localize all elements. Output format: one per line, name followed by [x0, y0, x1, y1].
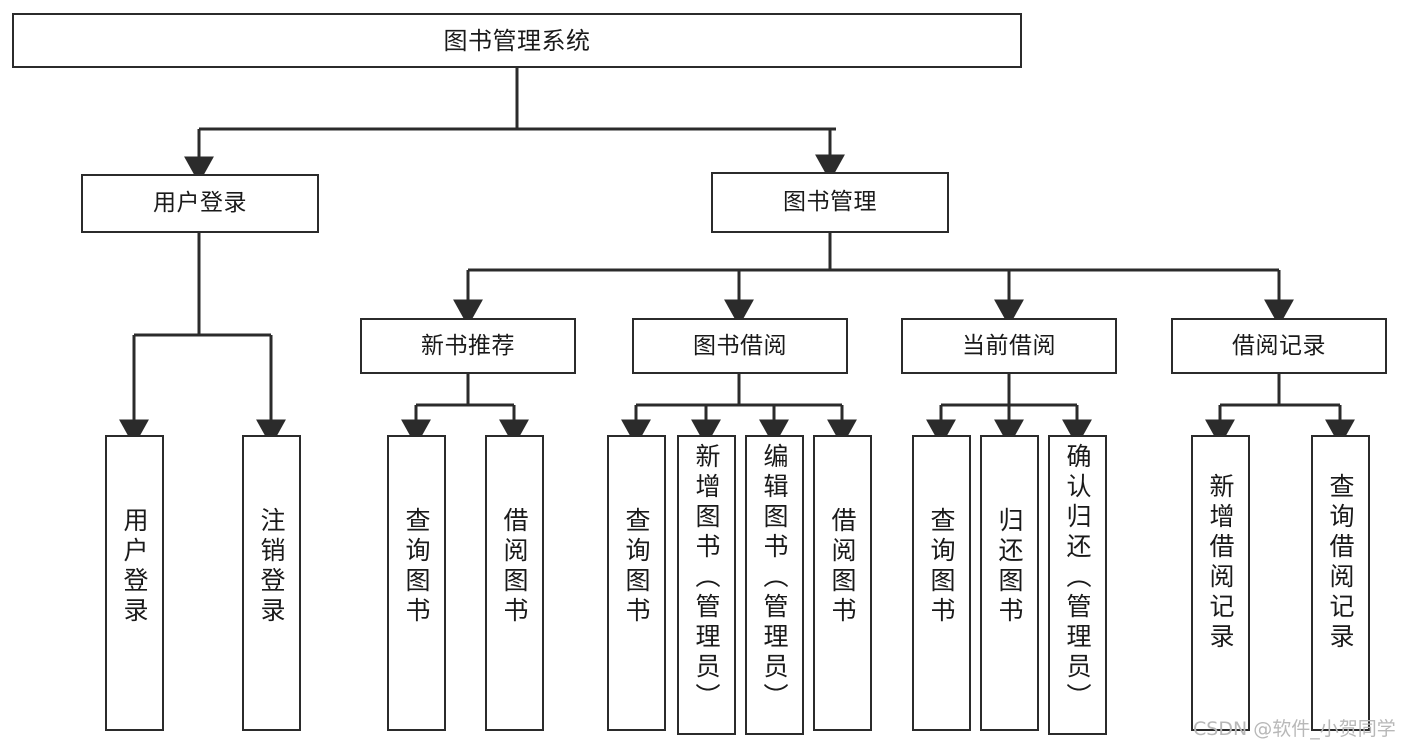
leaf-confirm-return-label: 确认归还（管理员）: [1063, 443, 1092, 713]
leaf-borrow-book-2[interactable]: 借阅图书: [813, 435, 872, 731]
leaf-query-book-2[interactable]: 查询图书: [607, 435, 666, 731]
node-book-borrow-label: 图书借阅: [693, 332, 787, 359]
node-book-manage-label: 图书管理: [783, 189, 877, 215]
leaf-add-book[interactable]: 新增图书（管理员）: [677, 435, 736, 735]
leaf-logout-label: 注销登录: [257, 507, 286, 627]
leaf-return-book-label: 归还图书: [995, 507, 1024, 627]
node-borrow-record-label: 借阅记录: [1232, 332, 1326, 359]
leaf-query-book-2-label: 查询图书: [622, 507, 651, 627]
node-book-borrow[interactable]: 图书借阅: [632, 318, 848, 374]
leaf-borrow-book-1[interactable]: 借阅图书: [485, 435, 544, 731]
leaf-add-record[interactable]: 新增借阅记录: [1191, 435, 1250, 731]
leaf-borrow-book-2-label: 借阅图书: [828, 507, 857, 627]
leaf-query-book-3[interactable]: 查询图书: [912, 435, 971, 731]
node-new-book-rec[interactable]: 新书推荐: [360, 318, 576, 374]
node-book-manage[interactable]: 图书管理: [711, 172, 949, 233]
leaf-user-login-label: 用户登录: [120, 507, 149, 627]
leaf-query-record[interactable]: 查询借阅记录: [1311, 435, 1370, 731]
leaf-edit-book-label: 编辑图书（管理员）: [760, 443, 789, 713]
leaf-query-book-1-label: 查询图书: [402, 507, 431, 627]
leaf-add-record-label: 新增借阅记录: [1206, 473, 1235, 653]
leaf-query-book-1[interactable]: 查询图书: [387, 435, 446, 731]
csdn-watermark: CSDN @软件_小贺同学: [1193, 718, 1396, 740]
node-current-borrow[interactable]: 当前借阅: [901, 318, 1117, 374]
node-new-book-rec-label: 新书推荐: [421, 332, 515, 359]
leaf-query-record-label: 查询借阅记录: [1326, 473, 1355, 653]
node-borrow-record[interactable]: 借阅记录: [1171, 318, 1387, 374]
leaf-borrow-book-1-label: 借阅图书: [500, 507, 529, 627]
node-user-login[interactable]: 用户登录: [81, 174, 319, 233]
leaf-return-book[interactable]: 归还图书: [980, 435, 1039, 731]
node-root[interactable]: 图书管理系统: [12, 13, 1022, 68]
node-current-borrow-label: 当前借阅: [962, 332, 1056, 359]
node-root-label: 图书管理系统: [443, 26, 591, 55]
leaf-logout[interactable]: 注销登录: [242, 435, 301, 731]
leaf-confirm-return[interactable]: 确认归还（管理员）: [1048, 435, 1107, 735]
node-user-login-label: 用户登录: [153, 190, 247, 216]
leaf-query-book-3-label: 查询图书: [927, 507, 956, 627]
leaf-user-login[interactable]: 用户登录: [105, 435, 164, 731]
leaf-add-book-label: 新增图书（管理员）: [692, 443, 721, 713]
leaf-edit-book[interactable]: 编辑图书（管理员）: [745, 435, 804, 735]
